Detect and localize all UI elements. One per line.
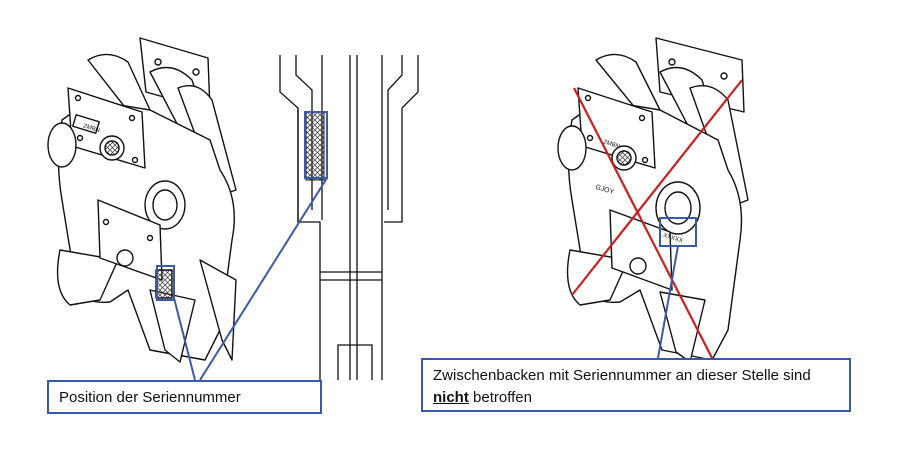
right-press-jaw-drawing [557,37,749,363]
section-serial-hatch [305,111,325,181]
left-press-jaw-drawing [47,37,237,363]
red-cross-mark [571,79,743,359]
section-serial-highlight [304,111,328,179]
right-tool-engraving-1: ZMBN [602,139,620,150]
callout-not-affected-emphasis: nicht [433,389,469,406]
callout-not-affected-line2: betroffen [468,389,532,406]
left-callout-connectors [173,177,328,381]
callout-serial-position-text: Position der Seriennummer [59,389,241,406]
left-serial-highlight [156,265,175,301]
right-serial-engraving: XXXXX [662,233,683,245]
callout-serial-position: Position der Seriennummer [47,380,322,414]
callout-not-affected: Zwischenbacken mit Seriennummer an diese… [421,358,851,412]
left-tool-engraving: ZMBN [82,123,100,134]
right-callout-connector [657,245,679,359]
section-view-drawing [279,55,419,380]
callout-not-affected-line1: Zwischenbacken mit Seriennummer an diese… [433,367,811,384]
